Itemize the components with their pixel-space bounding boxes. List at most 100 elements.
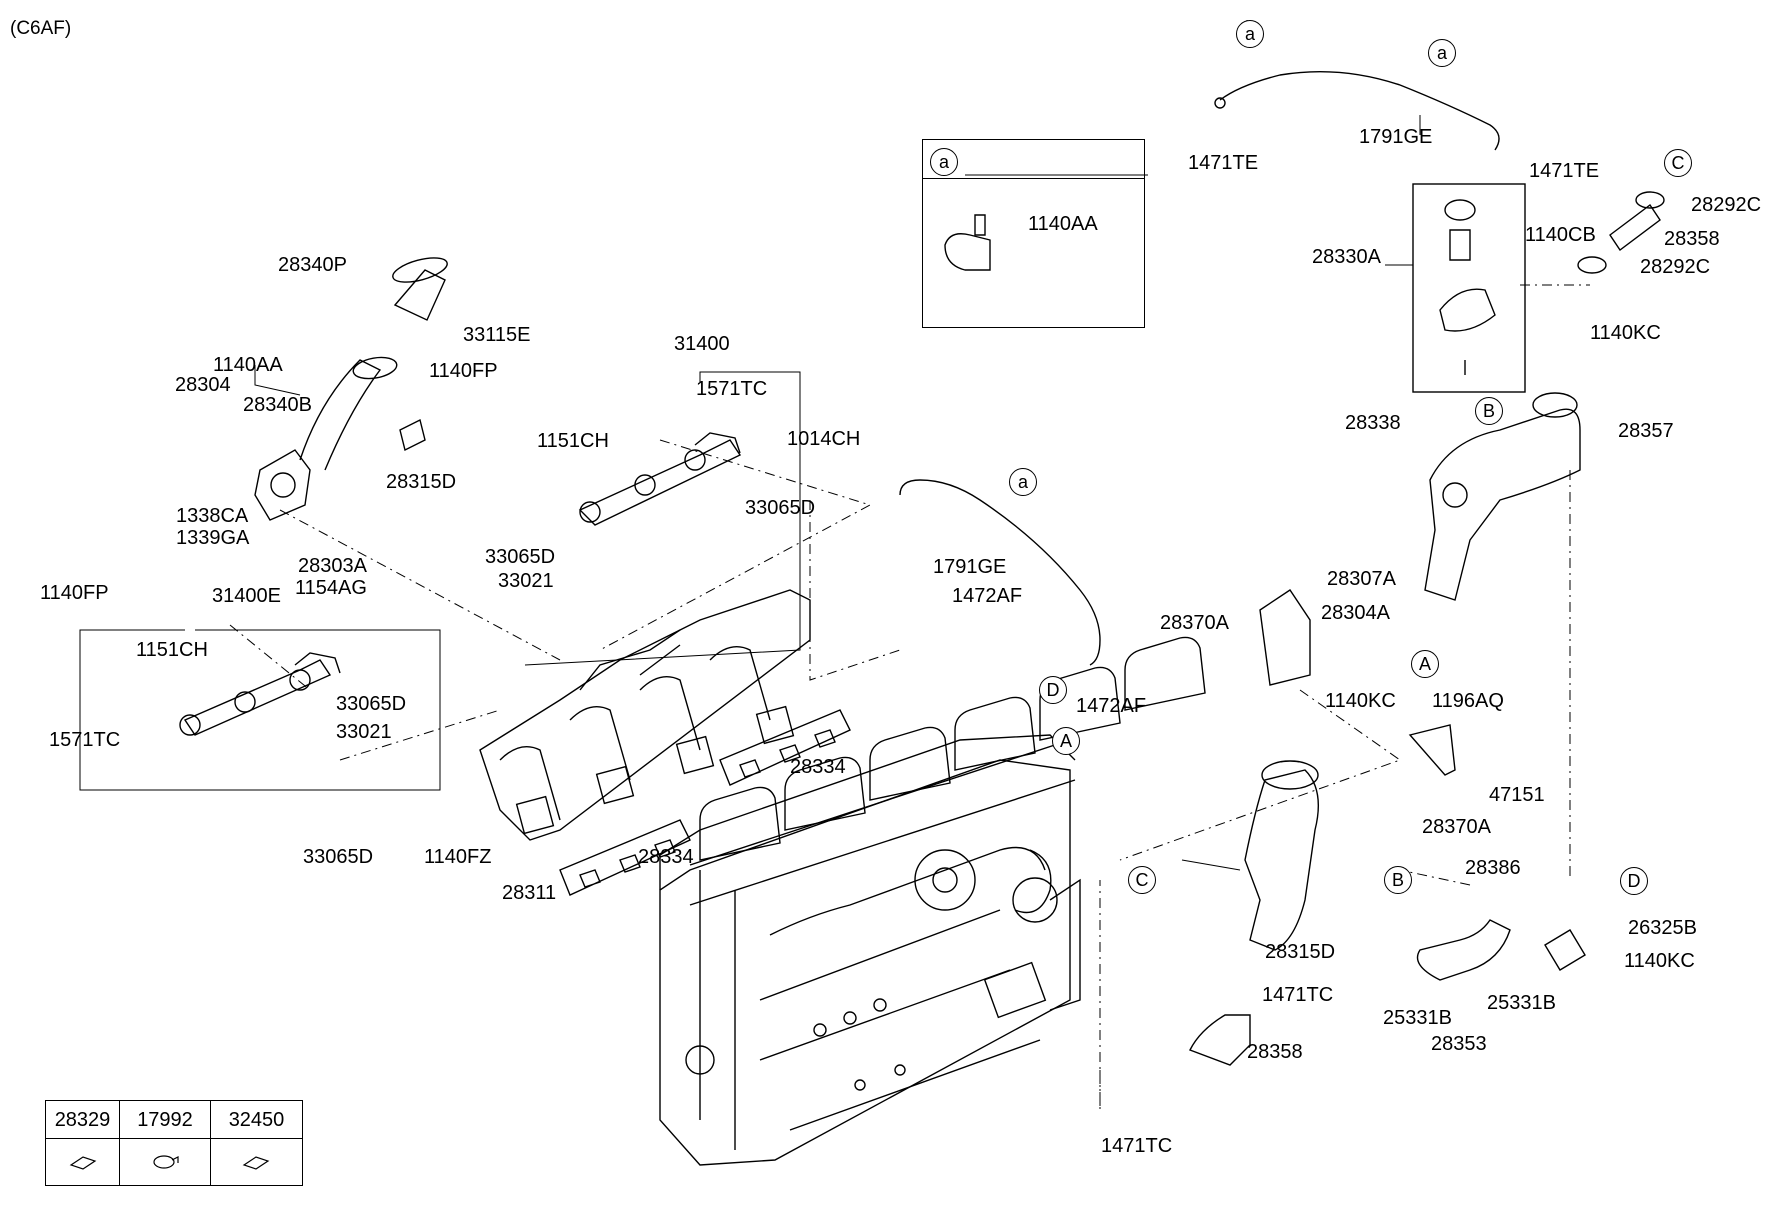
part-label: 1140CB [1525, 224, 1596, 246]
part-label: 1339GA [176, 527, 250, 549]
part-label: 1471TE [1529, 160, 1600, 182]
part-label: 28311 [502, 882, 557, 904]
part-label: 25331B [1487, 992, 1556, 1014]
marker-a: a [930, 148, 958, 176]
diagram-code: (C6AF) [10, 18, 72, 39]
hose-1791GE-mid [899, 479, 1101, 666]
part-label: 28358 [1664, 228, 1720, 250]
table-header-cell: 28329 [46, 1101, 120, 1139]
part-label: 28330A [1312, 246, 1381, 268]
part-label: 28307A [1327, 568, 1396, 590]
part-label: 33065D [485, 546, 556, 568]
part-label: 1140FZ [424, 846, 492, 868]
engine-block [659, 734, 1081, 1166]
table-header-cell: 32450 [211, 1101, 302, 1139]
marker-B: B [1475, 397, 1503, 425]
marker-D: D [1039, 676, 1067, 704]
table-icon-cell [211, 1139, 302, 1185]
part-label: 28334 [638, 846, 694, 868]
marker-a: a [1236, 20, 1264, 48]
part-label: 26325B [1628, 917, 1697, 939]
bracket-28370A [1259, 589, 1456, 776]
part-label: 28315D [386, 471, 457, 493]
marker-A: A [1411, 650, 1439, 678]
part-label: 28353 [1431, 1033, 1487, 1055]
thermostat-housing-left [254, 257, 448, 521]
part-label: 33065D [336, 693, 407, 715]
marker-a: a [1009, 468, 1037, 496]
part-label: 28340B [243, 394, 312, 416]
part-label: 28340P [278, 254, 347, 276]
part-label: 28386 [1465, 857, 1521, 879]
parts-legend-table: 28329 17992 32450 [45, 1100, 303, 1186]
part-label: 1196AQ [1432, 690, 1504, 712]
part-label: 1338CA [176, 505, 249, 527]
gasket-icon [242, 1156, 270, 1170]
inset-box [922, 139, 1145, 328]
coolant-pipe-28357 [1424, 392, 1581, 601]
part-label: 1471TC [1101, 1135, 1173, 1157]
part-label: 1472AF [952, 585, 1023, 607]
part-label: 1472AF [1076, 695, 1147, 717]
part-label: 1140AA [1028, 213, 1098, 235]
clamp-icon [153, 1155, 179, 1169]
part-label: 1140KC [1590, 322, 1661, 344]
gasket-icon [69, 1156, 97, 1170]
part-label: 1151CH [537, 430, 609, 452]
part-label: 1140FP [40, 582, 109, 604]
part-label: 1154AG [295, 577, 367, 599]
part-label: 1791GE [1359, 126, 1433, 148]
intake-manifold [479, 589, 811, 841]
hose-1791GE-top [1214, 70, 1500, 151]
marker-C: C [1664, 149, 1692, 177]
part-label: 33065D [745, 497, 816, 519]
part-label: 28370A [1160, 612, 1229, 634]
part-label: 1151CH [136, 639, 208, 661]
part-label: 28358 [1247, 1041, 1303, 1063]
marker-D: D [1620, 867, 1648, 895]
fuel-rail-upper [578, 432, 742, 526]
part-label: 1140KC [1624, 950, 1695, 972]
part-label: 28304A [1321, 602, 1390, 624]
rocker-covers [689, 636, 1206, 936]
part-label: 47151 [1489, 784, 1545, 806]
part-label: 1140AA [213, 354, 283, 376]
part-label: 1014CH [787, 428, 861, 450]
part-label: 28292C [1640, 256, 1711, 278]
part-label: 28338 [1345, 412, 1401, 434]
part-label: 33115E [463, 324, 531, 346]
part-label: 28370A [1422, 816, 1491, 838]
part-label: 28303A [298, 555, 367, 577]
intake-gaskets [559, 709, 851, 896]
marker-B: B [1384, 866, 1412, 894]
part-label: 1571TC [49, 729, 121, 751]
part-label: 28357 [1618, 420, 1674, 442]
part-label: 1140KC [1325, 690, 1396, 712]
coolant-pipe-lower [1189, 760, 1586, 1066]
part-label: 1471TC [1262, 984, 1334, 1006]
fuel-rail-lower [179, 652, 341, 736]
part-label: 1140FP [429, 360, 498, 382]
marker-C: C [1128, 866, 1156, 894]
part-label: 31400E [212, 585, 281, 607]
part-label: 28334 [790, 756, 846, 778]
part-label: 28315D [1265, 941, 1336, 963]
table-header-cell: 17992 [120, 1101, 211, 1139]
marker-a: a [1428, 39, 1456, 67]
part-label: 31400 [674, 333, 730, 355]
part-label: 1571TC [696, 378, 768, 400]
part-label: 28304 [175, 374, 231, 396]
hose-28358-top [1577, 191, 1665, 274]
part-label: 25331B [1383, 1007, 1452, 1029]
part-label: 1471TE [1188, 152, 1259, 174]
part-label: 28292C [1691, 194, 1762, 216]
part-label: 1791GE [933, 556, 1007, 578]
inset-clamp-drawing [944, 214, 991, 271]
table-icon-cell [120, 1139, 211, 1185]
part-label: 33021 [498, 570, 554, 592]
part-label: 33021 [336, 721, 392, 743]
marker-A: A [1052, 727, 1080, 755]
table-icon-cell [46, 1139, 120, 1185]
